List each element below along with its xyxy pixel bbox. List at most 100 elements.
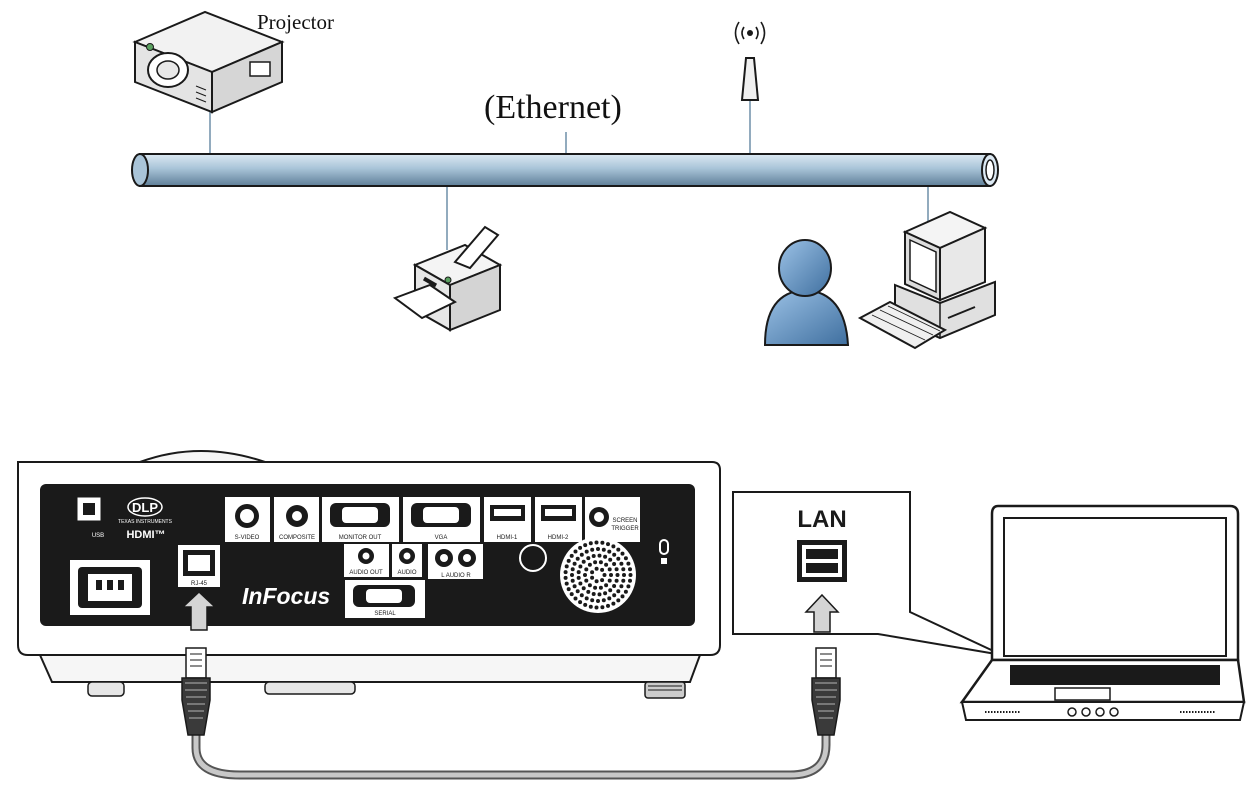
speaker-hole	[609, 573, 613, 577]
speaker-hole	[583, 573, 587, 577]
speaker-hole	[594, 579, 599, 584]
desktop-computer-icon	[857, 210, 996, 350]
speaker-hole	[572, 561, 577, 566]
speaker-hole	[564, 564, 569, 569]
speaker-hole	[607, 578, 612, 583]
speaker-hole	[578, 545, 583, 550]
monitor-out-label: MONITOR OUT	[339, 535, 382, 541]
hdmi1-label: HDMI-1	[497, 535, 518, 541]
speaker-hole	[570, 567, 575, 572]
projector-label: Projector	[257, 10, 334, 34]
speaker-hole	[600, 605, 605, 610]
dlp-logo-text: DLP	[132, 500, 158, 515]
brand-logo: InFocus	[242, 583, 330, 609]
speaker-hole	[604, 583, 609, 588]
speaker-hole	[584, 549, 589, 554]
rj45-plug-left	[181, 647, 211, 736]
speaker-hole	[576, 575, 581, 580]
speaker-hole	[608, 588, 613, 593]
speaker-hole	[566, 587, 571, 592]
speaker-hole	[578, 581, 583, 586]
rj45-plug-right	[811, 647, 841, 736]
speaker-hole	[616, 598, 621, 603]
speaker-hole	[569, 553, 574, 558]
user-avatar-icon	[763, 239, 850, 346]
speaker-hole	[611, 601, 616, 606]
speaker-hole	[584, 578, 589, 583]
speaker-hole	[572, 584, 577, 589]
speaker-hole	[594, 540, 599, 545]
speaker-hole	[621, 567, 626, 572]
speaker-hole	[563, 570, 568, 575]
speaker-hole	[603, 591, 608, 596]
laptop-icon	[959, 504, 1246, 721]
speaker-hole	[593, 560, 598, 565]
speaker-hole	[583, 543, 588, 548]
lan-port	[797, 540, 847, 582]
speaker-hole	[607, 549, 612, 554]
printer-icon	[392, 225, 503, 332]
speaker-hole	[611, 544, 616, 549]
screen-trigger-label-2: TRIGGER	[611, 526, 639, 532]
speaker-hole	[579, 593, 584, 598]
speaker-hole	[576, 570, 581, 575]
speaker-hole	[575, 589, 580, 594]
speaker-hole	[626, 584, 631, 589]
svideo-label: S-VIDEO	[235, 535, 260, 541]
arrow-up-icon	[181, 590, 217, 631]
speaker-hole	[588, 541, 593, 546]
speaker-hole	[612, 552, 617, 557]
usb-label: USB	[92, 533, 104, 539]
lan-callout	[732, 491, 1003, 656]
speaker-hole	[598, 560, 603, 565]
speaker-hole	[620, 594, 625, 599]
speaker-hole	[601, 598, 606, 603]
vga-label: VGA	[435, 535, 448, 541]
speaker-hole	[575, 556, 580, 561]
dlp-sub-text: TEXAS INSTRUMENTS	[118, 519, 173, 525]
speaker-hole	[616, 547, 621, 552]
speaker-hole	[619, 561, 624, 566]
speaker-hole	[587, 562, 592, 567]
ethernet-cable	[191, 730, 831, 780]
speaker-hole	[593, 585, 598, 590]
speaker-hole	[607, 567, 612, 572]
audio-out-label: AUDIO OUT	[349, 570, 383, 576]
speaker-hole	[616, 589, 621, 594]
composite-label: COMPOSITE	[279, 535, 315, 541]
speaker-hole	[601, 547, 606, 552]
speaker-hole	[596, 547, 600, 551]
speaker-hole	[596, 599, 600, 603]
speaker-hole	[579, 552, 584, 557]
kensington-lock-icon	[659, 539, 669, 555]
speaker-hole	[597, 592, 602, 597]
speaker-hole	[590, 575, 595, 580]
antenna-icon	[734, 21, 766, 101]
serial-label: SERIAL	[374, 611, 396, 617]
speaker-hole	[573, 596, 578, 601]
speaker-hole	[615, 573, 620, 577]
audio-label: AUDIO	[397, 570, 416, 576]
speaker-hole	[623, 556, 628, 561]
speaker-hole	[603, 554, 608, 559]
speaker-hole	[590, 598, 595, 603]
speaker-hole	[570, 573, 574, 577]
screen-trigger-label-1: SCREEN	[612, 518, 637, 524]
speaker-hole	[587, 583, 592, 588]
speaker-hole	[584, 596, 589, 601]
speaker-hole	[584, 567, 589, 572]
hdmi2-label: HDMI-2	[548, 535, 569, 541]
usb-port	[77, 497, 101, 521]
projector-icon	[132, 10, 285, 114]
speaker-hole	[594, 605, 599, 610]
speaker-hole	[614, 578, 619, 583]
speaker-hole	[578, 600, 583, 605]
speaker-hole	[586, 589, 591, 594]
speaker-hole	[606, 603, 610, 608]
speaker-hole	[606, 542, 610, 547]
hdmi-logo: HDMI™	[126, 529, 165, 541]
speaker-hole	[616, 556, 621, 561]
speaker-hole	[612, 562, 617, 566]
speaker-hole	[570, 578, 575, 583]
speaker-grille-holes	[563, 540, 633, 610]
